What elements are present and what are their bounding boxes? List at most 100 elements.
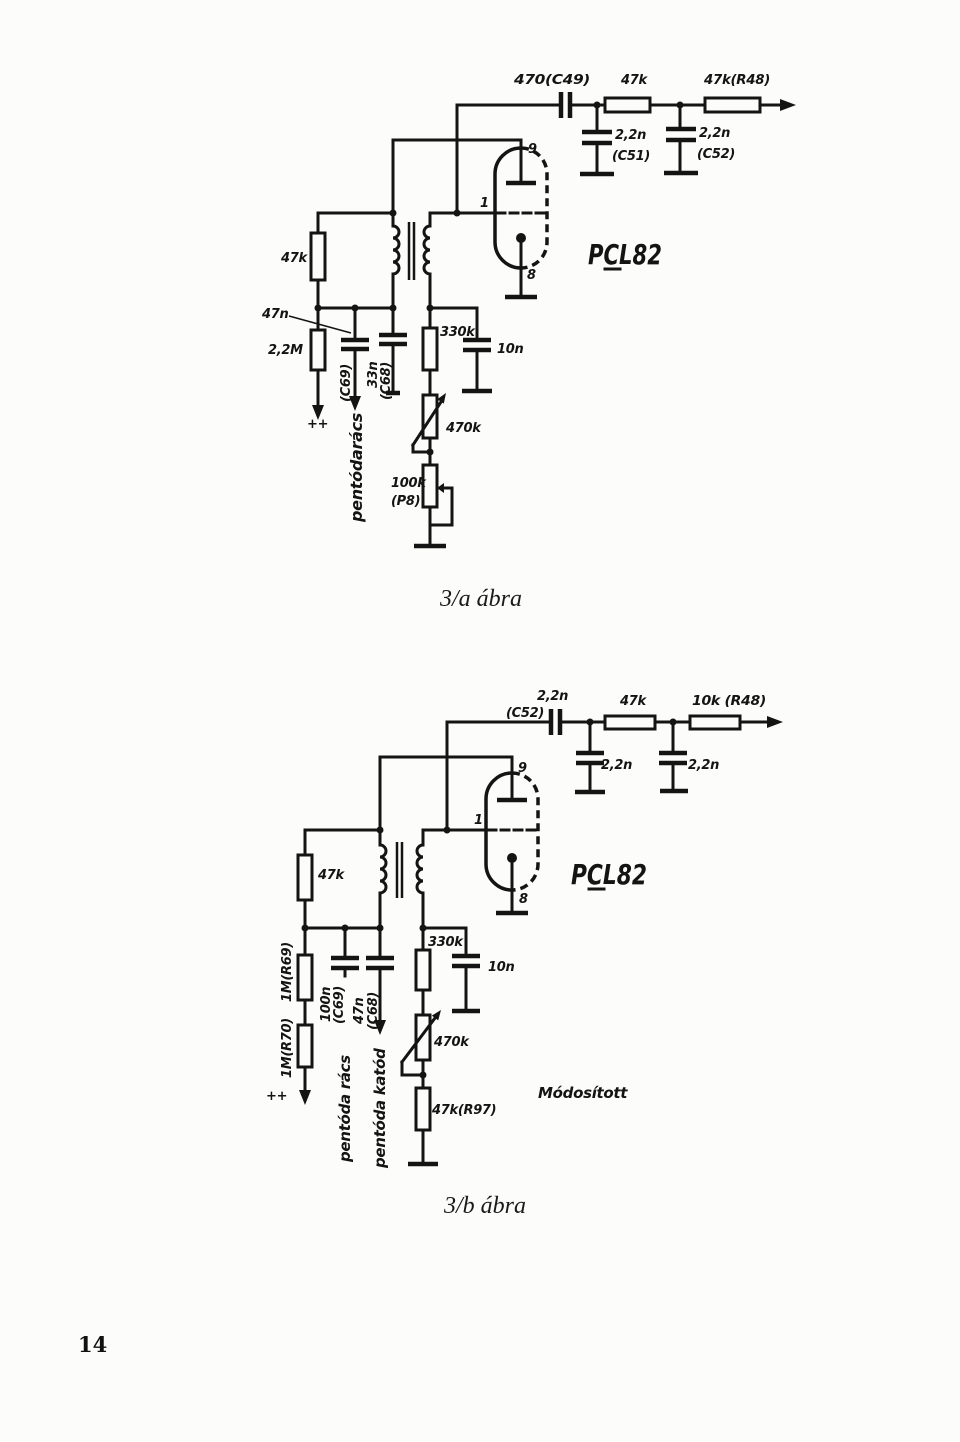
label-r-grid: 2,2M <box>268 343 303 358</box>
branch-wire <box>421 926 468 1165</box>
pot-wiper-wire <box>411 443 432 454</box>
capacitor-plate <box>366 955 394 971</box>
junction-dot <box>389 304 397 312</box>
capacitor-plate <box>331 955 359 971</box>
cathode-arrow <box>374 1020 386 1035</box>
label-pentode-grid: pentódarács <box>347 413 366 523</box>
label-p8-ref: (P8) <box>391 494 420 509</box>
tube-pcl82 <box>484 771 540 916</box>
capacitor-plate <box>341 337 369 352</box>
branch-wire <box>428 306 479 547</box>
capacitor-c52 <box>548 709 563 735</box>
resistor-2m2 <box>309 328 327 372</box>
label-c52-ref: (C52) <box>506 706 544 721</box>
junction-dot <box>351 304 359 312</box>
label-pot: 470k <box>433 1035 470 1050</box>
junction-dot <box>443 826 451 834</box>
label-supply: ++ <box>307 417 328 432</box>
figure-3b: 2,2n (C52) 47k 10k (R48) 2,2n 2,2n 9 1 8… <box>266 689 783 1219</box>
label-c69-ref: (C69) <box>332 986 347 1024</box>
potentiometer-470k <box>414 1013 432 1062</box>
primary-feed-wire <box>303 755 382 847</box>
grid-arrow <box>349 396 361 411</box>
junction-dot <box>376 826 384 834</box>
junction-dot <box>426 448 434 456</box>
output-arrow <box>767 716 783 728</box>
label-supply: ++ <box>266 1089 287 1104</box>
label-r48: 47k(R48) <box>703 73 770 88</box>
label-r97: 47k(R97) <box>431 1103 496 1118</box>
tube-envelope-right <box>520 146 549 270</box>
supply-arrow <box>312 405 324 420</box>
tube-envelope-left <box>484 771 513 892</box>
label-tube-name: PCL82 <box>571 858 647 891</box>
resistor-r48 <box>688 714 742 731</box>
label-c69-value: 100n <box>319 987 334 1022</box>
label-tube-name: PCL82 <box>588 238 662 271</box>
capacitor-c69 <box>341 306 369 411</box>
junction-dot <box>453 209 461 217</box>
pot-arrowhead <box>437 393 446 404</box>
right-branch <box>410 306 479 549</box>
resistor-47k-series <box>603 714 657 731</box>
label-pin-cathode: 8 <box>519 892 528 907</box>
capacitor-c52 <box>664 103 698 176</box>
potentiometer-p8 <box>421 463 439 509</box>
output-transformer <box>391 211 432 330</box>
label-p8-value: 100k <box>391 476 427 491</box>
resistor-r48 <box>703 96 762 114</box>
coil-lead <box>391 272 432 330</box>
capacitor-10n <box>452 926 480 1014</box>
junction-dot <box>419 924 427 932</box>
label-r-series: 47k <box>620 73 648 88</box>
resistor-330k <box>421 326 439 372</box>
junction-dot <box>314 304 322 312</box>
capacitor-c68 <box>366 926 394 1035</box>
resistor-47k-plate <box>309 231 327 282</box>
secondary-coil <box>415 828 425 895</box>
label-c52-value: 2,2n <box>699 126 730 141</box>
junction-dot <box>419 1071 427 1079</box>
figure-3a: 470(C49) 47k 47k(R48) 2,2n (C51) 2,2n (C… <box>261 73 796 612</box>
tube-envelope-right <box>511 771 540 892</box>
p8-wiper-arrow <box>437 483 444 493</box>
capacitor-plate <box>582 129 612 146</box>
label-pin-cathode: 8 <box>527 268 536 283</box>
figure-caption-3a: 3/a ábra <box>439 586 522 612</box>
label-r-plate: 47k <box>280 251 308 266</box>
page-number: 14 <box>78 1332 107 1357</box>
figure-caption-3b: 3/b ábra <box>443 1193 526 1219</box>
label-r-plate: 47k <box>317 868 345 883</box>
label-r-cathode: 330k <box>428 935 464 950</box>
junction-dot <box>301 924 309 932</box>
capacitor-c68 <box>379 306 407 396</box>
label-c49: 470(C49) <box>513 73 590 88</box>
right-branch <box>399 926 468 1167</box>
junction-dot <box>341 924 349 932</box>
capacitor-shunt-2 <box>659 720 688 794</box>
label-r70: 1M(R70) <box>280 1018 295 1078</box>
capacitor-plate <box>666 126 696 143</box>
label-c69-value: 47n <box>261 307 288 322</box>
junction-dots <box>301 826 451 932</box>
label-r-cathode: 330k <box>440 325 476 340</box>
tube-envelope-left <box>493 146 522 270</box>
label-r69: 1M(R69) <box>280 942 295 1002</box>
capacitor-10n <box>462 306 492 394</box>
capacitor-plate <box>576 750 604 766</box>
label-c-shunt-1: 2,2n <box>601 758 632 773</box>
resistor-r69 <box>296 953 314 1002</box>
pot-wiper-wire <box>400 1060 425 1077</box>
label-r48: 10k (R48) <box>692 694 766 709</box>
transformer-core <box>407 222 416 280</box>
coil-lead <box>378 891 425 952</box>
secondary-coil <box>422 211 432 276</box>
capacitor-c51 <box>580 103 614 177</box>
capacitor-plate <box>659 750 687 766</box>
resistor-r70 <box>296 1023 314 1069</box>
supply-arrow <box>299 1090 311 1105</box>
label-c68-value: 33n <box>366 362 381 388</box>
pot-arrow-line <box>410 399 444 448</box>
